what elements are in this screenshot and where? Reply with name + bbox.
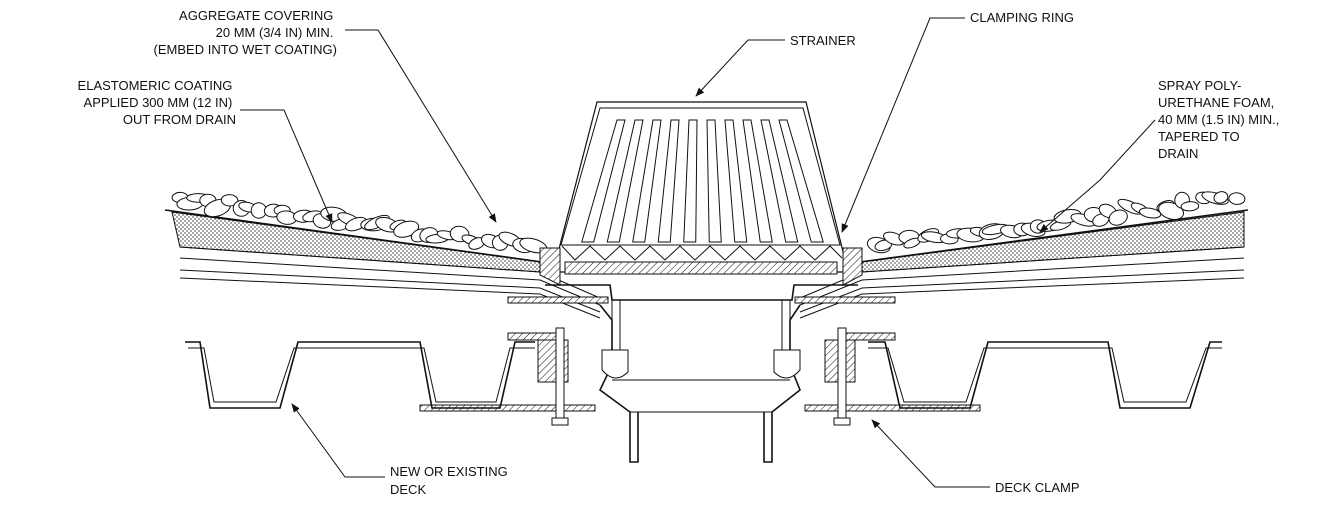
strainer-rib (778, 119, 824, 243)
metal-deck (185, 341, 1222, 409)
aggregate-stone (1108, 209, 1128, 226)
foam-right (799, 209, 1249, 319)
leader-lines (240, 17, 1156, 488)
strainer-rib (760, 119, 799, 243)
strainer-rib (606, 119, 644, 243)
foam-left (164, 209, 601, 319)
label-aggregate-covering: AGGREGATE COVERING 20 MM (3/4 IN) MIN. (… (154, 8, 337, 57)
label-deck-clamp: DECK CLAMP (995, 480, 1080, 495)
aggregate-stone (1213, 191, 1229, 204)
clamping-ring (539, 247, 863, 301)
label-spray-foam: SPRAY POLY- URETHANE FOAM, 40 MM (1.5 IN… (1158, 78, 1283, 161)
label-elastomeric-coating: ELASTOMERIC COATING APPLIED 300 MM (12 I… (78, 78, 236, 127)
strainer-rib (657, 119, 680, 243)
drain-body (507, 296, 896, 463)
aggregate-stone (1138, 207, 1162, 219)
label-strainer: STRAINER (790, 33, 856, 48)
aggregate-stone (1180, 201, 1200, 212)
deck-clamp (419, 327, 981, 426)
strainer-rib (706, 119, 722, 243)
aggregate-stone (1228, 192, 1246, 205)
strainer-rib (683, 119, 698, 243)
strainer-rib (581, 119, 626, 243)
strainer-rib (632, 119, 662, 243)
strainer-dome (552, 101, 849, 275)
aggregate-stones-right (866, 191, 1246, 254)
label-clamping-ring: CLAMPING RING (970, 10, 1074, 25)
strainer-rib (742, 119, 773, 243)
label-deck: NEW OR EXISTING DECK (390, 464, 511, 497)
strainer-rib (724, 119, 748, 243)
